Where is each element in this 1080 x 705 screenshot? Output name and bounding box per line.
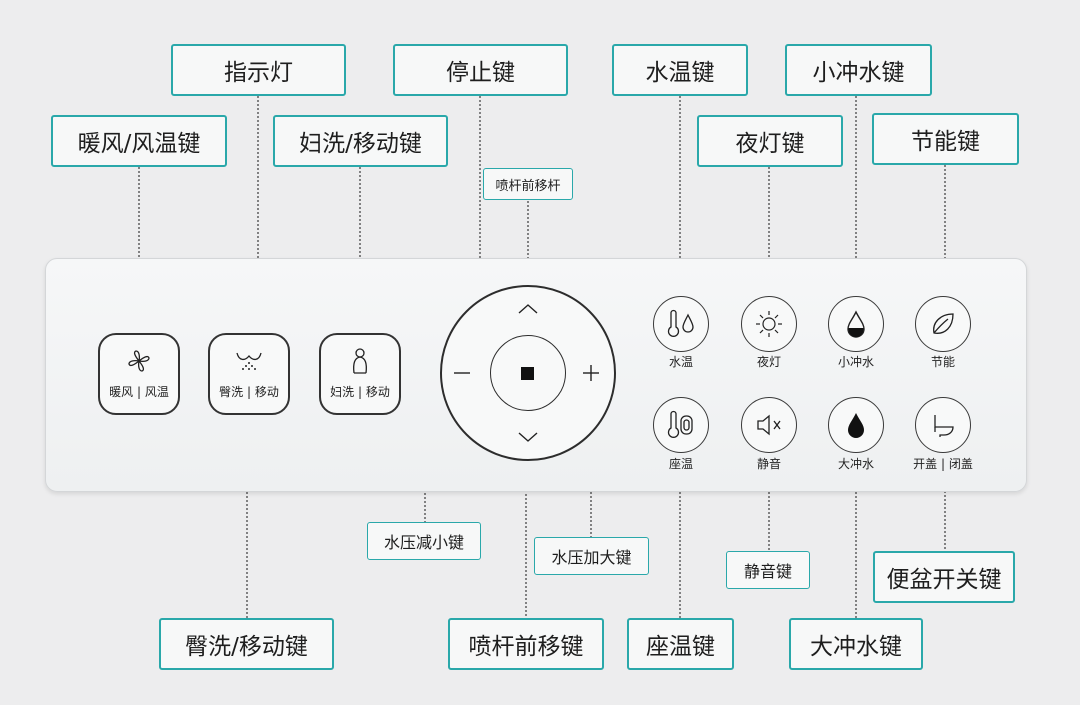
feminine-wash-icon	[321, 347, 399, 375]
rear-wash-key-label: 臀洗 | 移动	[219, 385, 279, 399]
callout-indicator: 指示灯	[171, 44, 346, 96]
callout-small-flush: 小冲水键	[785, 44, 932, 96]
energy-saving-label: 节能	[930, 355, 955, 369]
small-flush-key[interactable]	[828, 296, 884, 352]
half-drop-icon	[847, 310, 865, 338]
lid-label: 开盖 | 闭盖	[913, 457, 973, 471]
night-light-key[interactable]	[741, 296, 797, 352]
callout-big-flush: 大冲水键	[789, 618, 923, 670]
small-flush-label: 小冲水	[837, 355, 874, 369]
full-drop-icon	[848, 413, 864, 438]
callout-pressure-down: 水压减小键	[367, 522, 481, 560]
stop-ring[interactable]	[490, 335, 566, 411]
leaf-icon	[933, 313, 954, 334]
lid-key[interactable]	[915, 397, 971, 453]
big-flush-key[interactable]	[828, 397, 884, 453]
mute-label: 静音	[756, 457, 781, 471]
night-light-label: 夜灯	[756, 355, 781, 369]
seat-temp-icon	[667, 410, 693, 438]
callout-energy-saving: 节能键	[872, 113, 1019, 165]
stop-icon[interactable]	[521, 367, 534, 380]
callout-rear-wash: 臀洗/移动键	[159, 618, 334, 670]
callout-night-light: 夜灯键	[697, 115, 843, 167]
feminine-wash-key[interactable]: 妇洗 | 移动	[319, 333, 401, 415]
fan-icon	[100, 347, 178, 375]
callout-feminine-wash: 妇洗/移动键	[273, 115, 448, 167]
thermometer-drop-icon	[667, 309, 694, 337]
seat-temp-key[interactable]	[653, 397, 709, 453]
callout-water-temp: 水温键	[612, 44, 748, 96]
mute-icon	[757, 414, 781, 436]
warm-air-key[interactable]: 暖风 | 风温	[98, 333, 180, 415]
feminine-wash-key-label: 妇洗 | 移动	[330, 385, 390, 399]
mute-key[interactable]	[741, 397, 797, 453]
water-temp-key[interactable]	[653, 296, 709, 352]
callout-warm-air: 暖风/风温键	[51, 115, 227, 167]
callout-nozzle-forward-key: 喷杆前移键	[448, 618, 604, 670]
rear-wash-icon	[210, 347, 288, 375]
energy-saving-key[interactable]	[915, 296, 971, 352]
chevron-up-icon	[518, 304, 538, 314]
water-temp-label: 水温	[668, 355, 693, 369]
big-flush-label: 大冲水	[837, 457, 874, 471]
warm-air-key-label: 暖风 | 风温	[109, 385, 169, 399]
callout-mute: 静音键	[726, 551, 810, 589]
rear-wash-key[interactable]: 臀洗 | 移动	[208, 333, 290, 415]
callout-stop: 停止键	[393, 44, 568, 96]
seat-temp-label: 座温	[668, 457, 693, 471]
toilet-lid-icon	[934, 415, 954, 437]
chevron-down-icon	[518, 432, 538, 442]
callout-pressure-up: 水压加大键	[534, 537, 649, 575]
callout-seat-temp: 座温键	[627, 618, 734, 670]
callout-lid: 便盆开关键	[873, 551, 1015, 603]
callout-nozzle-forward: 喷杆前移杆	[483, 168, 573, 200]
sun-icon	[756, 311, 782, 337]
plus-icon	[583, 365, 599, 381]
